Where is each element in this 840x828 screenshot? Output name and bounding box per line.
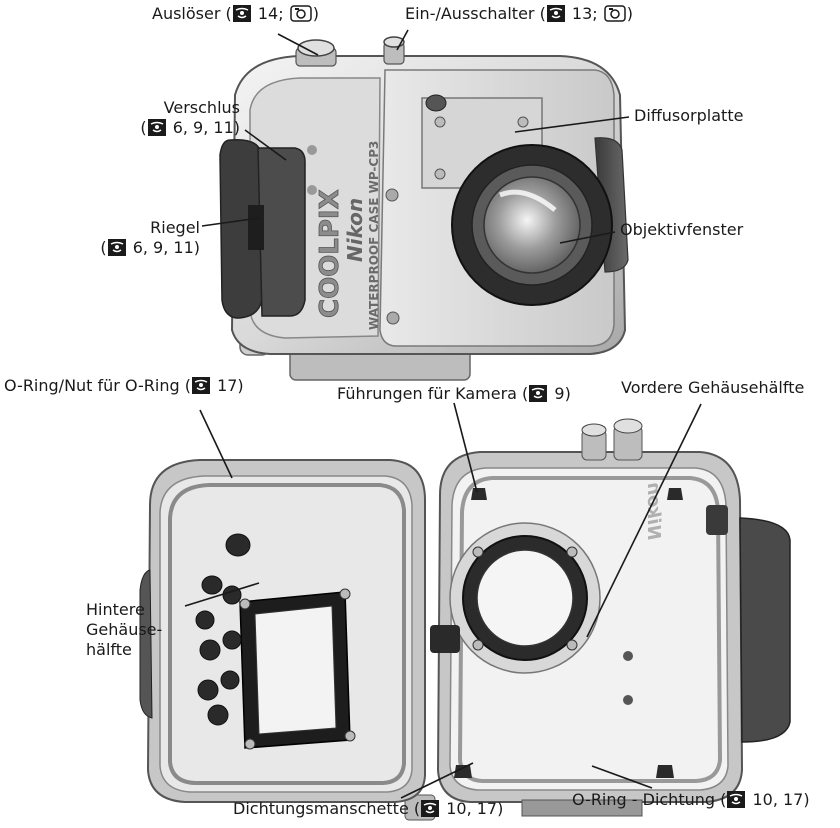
- camera-menu-icon: [604, 5, 626, 22]
- mount-screw: [566, 546, 578, 558]
- lens-mount-opening: [476, 549, 574, 647]
- leader-verschluss: [244, 129, 287, 161]
- front-power-switch: [613, 418, 643, 434]
- page-reference-icon: [107, 239, 126, 256]
- page-reference-icon: [232, 5, 251, 22]
- front-clip: [706, 505, 728, 535]
- leader-oring-nut: [199, 409, 233, 479]
- mount-screw: [566, 639, 578, 651]
- camera-guide: [454, 765, 472, 778]
- leader-hintere: [184, 582, 260, 607]
- label-oring-nut: O-Ring/Nut für O-Ring ( 17): [4, 376, 244, 395]
- label-ausloeser: Auslöser ( 14; ): [152, 4, 319, 23]
- label-oring-dichtung: O-Ring - Dichtung ( 10, 17): [572, 790, 810, 809]
- front-shutter-button: [581, 423, 607, 437]
- label-verschluss: Verschlus ( 6, 9, 11): [140, 98, 240, 137]
- inner-screw: [623, 695, 633, 705]
- flash-window: [425, 94, 447, 112]
- front-base: [521, 799, 643, 817]
- front-grip: [739, 517, 791, 743]
- latch-slot: [248, 205, 264, 250]
- label-vordere: Vordere Gehäusehälfte: [621, 378, 805, 397]
- brand-coolpix: COOLPIX: [315, 189, 345, 318]
- side-screw: [385, 188, 399, 202]
- power-switch: [383, 36, 405, 48]
- label-fuehrungen: Führungen für Kamera ( 9): [337, 384, 571, 403]
- lcd-screw: [239, 598, 251, 610]
- latch-lever: [219, 138, 263, 319]
- page-reference-icon: [147, 119, 166, 136]
- camera-guide: [656, 765, 674, 778]
- leader-vordere: [586, 403, 702, 638]
- label-diffusor: Diffusorplatte: [634, 106, 744, 125]
- leader-oring-dichtung: [591, 765, 653, 789]
- label-objektiv: Objektivfenster: [620, 220, 744, 239]
- case-button: [307, 145, 317, 155]
- mount-screw: [472, 639, 484, 651]
- closed-case-illustration: COOLPIX Nikon WATERPROOF CASE WP-CP3: [219, 36, 629, 381]
- page-reference-icon: [546, 5, 565, 22]
- leader-fuehrungen: [453, 402, 478, 493]
- lens-window: [483, 176, 581, 274]
- leader-diffusor: [514, 116, 630, 133]
- o-ring-groove: [168, 483, 406, 785]
- camera-guide: [667, 488, 683, 500]
- side-screw: [386, 311, 400, 325]
- leader-einaus: [396, 29, 409, 51]
- camera-menu-icon: [289, 5, 312, 22]
- mirrored-maker: Nikon: [643, 482, 664, 540]
- lcd-screw: [244, 738, 256, 750]
- shutter-button: [297, 39, 335, 57]
- leader-riegel: [201, 217, 260, 227]
- shutter-clasp: [257, 147, 306, 317]
- lcd-screw: [339, 588, 351, 600]
- camera-guide: [471, 488, 487, 500]
- mount-tab: [430, 625, 460, 653]
- label-riegel: Riegel ( 6, 9, 11): [100, 218, 200, 257]
- leader-lines: [184, 29, 702, 799]
- rear-control-buttons: [195, 533, 251, 726]
- leader-dichtungsmanschette: [400, 762, 474, 799]
- page-reference-icon: [191, 377, 210, 394]
- lcd-window: [254, 605, 337, 735]
- plate-screw: [517, 116, 529, 128]
- lens-highlight: [499, 189, 557, 212]
- label-hintere: Hintere Gehäuse- hälfte: [86, 600, 163, 659]
- label-einaus: Ein-/Ausschalter ( 13; ): [405, 4, 634, 23]
- page-reference-icon: [421, 800, 440, 817]
- case-button: [307, 185, 317, 195]
- brand-nikon: Nikon: [343, 198, 367, 262]
- inner-screw: [623, 651, 633, 661]
- label-dichtungsmanschette: Dichtungsmanschette ( 10, 17): [233, 799, 504, 818]
- leader-objektiv: [559, 231, 616, 244]
- rear-grip: [139, 569, 153, 719]
- page-reference-icon: [727, 791, 746, 808]
- open-case-illustration: Nikon: [139, 418, 791, 821]
- mount-screw: [472, 546, 484, 558]
- o-ring-gasket: [457, 476, 723, 783]
- leader-ausloeser: [277, 33, 319, 56]
- page-reference-icon: [529, 385, 548, 402]
- model-name: WATERPROOF CASE WP-CP3: [367, 141, 381, 330]
- lcd-screw: [344, 730, 356, 742]
- plate-screw: [434, 168, 446, 180]
- plate-screw: [434, 116, 446, 128]
